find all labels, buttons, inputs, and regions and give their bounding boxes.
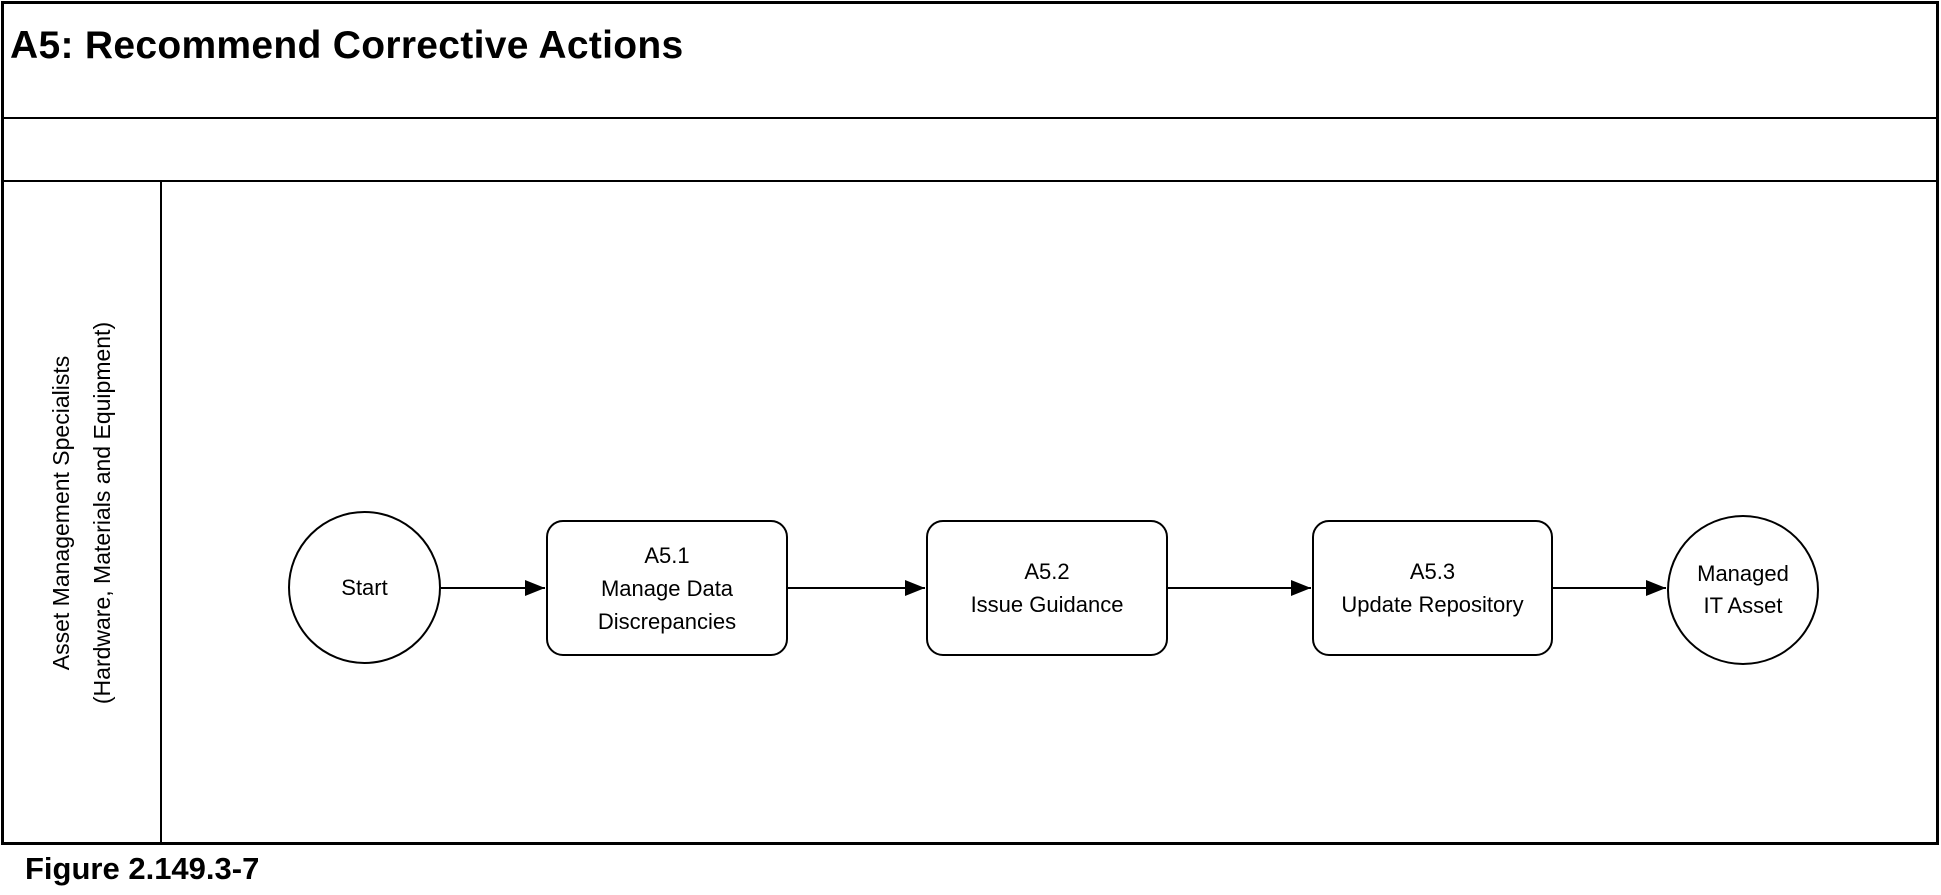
end-node-label-line1: Managed (1697, 561, 1789, 586)
process-box-a5-2-line2: Issue Guidance (970, 592, 1124, 617)
process-box-a5-1-line3: Discrepancies (597, 608, 737, 634)
process-box-a5-2-id: A5.2 (1024, 559, 1070, 584)
title-row-separator (1, 117, 1939, 119)
outer-frame (1, 1, 1939, 845)
swimlane-divider (160, 181, 162, 845)
process-box-a5-3-line2: Update Repository (1341, 592, 1524, 617)
process-box-a5-3: A5.3 Update Repository (1312, 520, 1553, 656)
end-node-label-line2: IT Asset (1703, 593, 1783, 618)
swimlane-role-line2: (Hardware, Materials and Equipment) (89, 321, 115, 705)
process-box-a5-1: A5.1 Manage Data Discrepancies (546, 520, 788, 656)
process-box-a5-2: A5.2 Issue Guidance (926, 520, 1168, 656)
end-node: Managed IT Asset (1667, 515, 1819, 665)
start-node: Start (288, 511, 441, 664)
swimlane-label-text: Asset Management Specialists (Hardware, … (41, 322, 123, 704)
header-band-separator (1, 180, 1939, 182)
page-title: A5: Recommend Corrective Actions (10, 24, 684, 67)
process-box-a5-1-id: A5.1 (644, 542, 690, 568)
process-box-a5-3-id: A5.3 (1409, 559, 1456, 584)
process-box-a5-1-line2: Manage Data (600, 575, 734, 601)
figure-caption: Figure 2.149.3-7 (25, 851, 260, 886)
swimlane-label: Asset Management Specialists (Hardware, … (4, 183, 160, 843)
swimlane-role-line1: Asset Management Specialists (48, 355, 74, 671)
start-node-label: Start (341, 574, 388, 600)
